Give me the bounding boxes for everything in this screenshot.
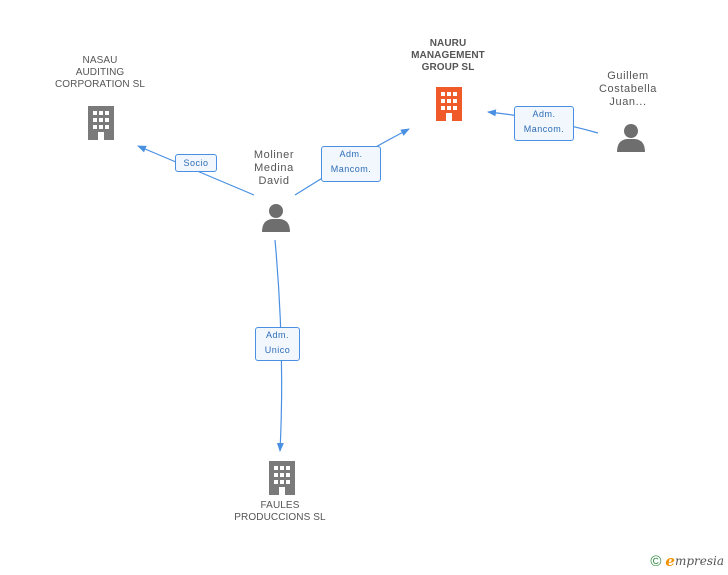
copyright-icon: ©: [650, 552, 662, 570]
footer-brand: © e mpresia: [650, 551, 724, 571]
edge-label-adm-mancom-moliner[interactable]: Adm. Mancom.: [321, 146, 381, 182]
brand-logo-text: mpresia: [674, 554, 724, 568]
edge-label-adm-unico[interactable]: Adm. Unico: [255, 327, 300, 361]
node-label-faules: FAULES PRODUCCIONS SL: [234, 500, 326, 523]
company-icon[interactable]: [86, 104, 118, 140]
person-icon[interactable]: [261, 202, 291, 232]
node-label-nasau: NASAU AUDITING CORPORATION SL: [54, 55, 146, 90]
person-icon[interactable]: [616, 122, 646, 152]
edge-label-adm-mancom-guillem[interactable]: Adm. Mancom.: [514, 106, 574, 141]
edge-label-socio[interactable]: Socio: [175, 154, 217, 172]
company-icon-focus[interactable]: [434, 85, 466, 121]
node-label-moliner: Moliner Medina David: [253, 149, 295, 187]
node-label-guillem: Guillem Costabella Juan...: [599, 70, 657, 108]
node-label-nauru: NAURU MANAGEMENT GROUP SL: [411, 38, 485, 73]
brand-logo-initial: e: [665, 552, 675, 570]
company-icon[interactable]: [267, 459, 299, 495]
